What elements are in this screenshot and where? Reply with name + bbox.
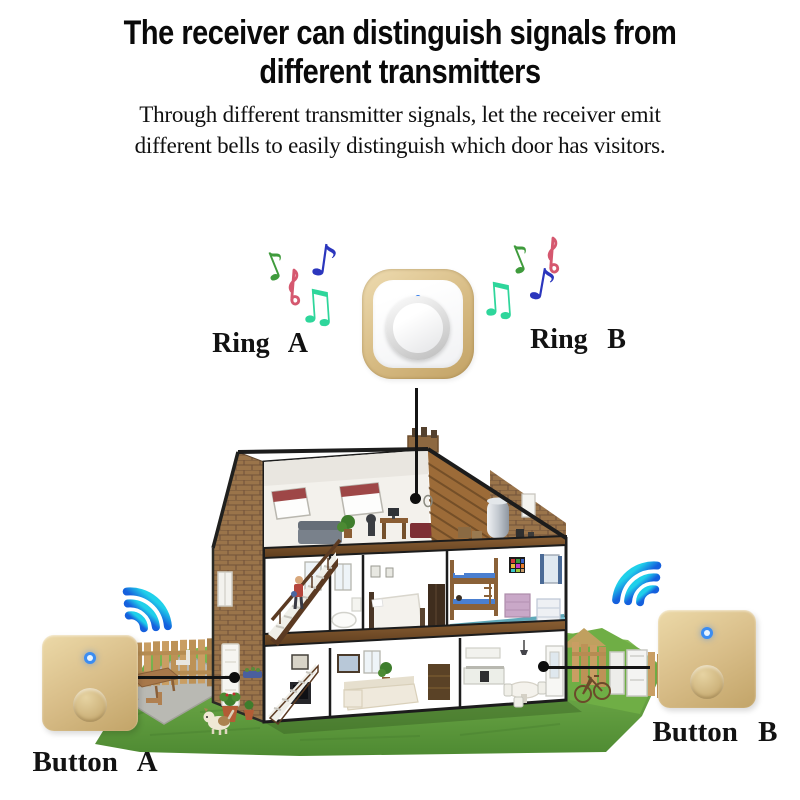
button-b-push-area — [690, 665, 724, 699]
beamed-notes-icon: ♫ — [294, 277, 340, 335]
skylight — [271, 487, 311, 520]
person-on-stairs — [291, 576, 304, 610]
roof-ridge — [237, 447, 429, 454]
wifi-signal-icon-a — [122, 587, 172, 633]
attic-plant — [337, 515, 355, 538]
receiver-connector-line — [415, 388, 418, 498]
bedroom — [369, 565, 445, 633]
roof-slope-edge — [426, 447, 568, 540]
treble-clef-icon — [288, 268, 301, 306]
bicycle — [574, 675, 611, 703]
garden-gate — [609, 649, 648, 697]
ground-floor — [290, 638, 564, 716]
staircase — [268, 538, 342, 726]
button-b-led-indicator — [704, 630, 710, 636]
living-room — [337, 650, 450, 711]
water-heater — [487, 497, 509, 538]
page-title: The receiver can distinguish signals fro… — [60, 14, 740, 92]
skylight — [339, 482, 384, 517]
wifi-signal-icon-b — [612, 561, 662, 607]
receiver-device — [362, 269, 474, 379]
button-a-led-indicator — [87, 655, 93, 661]
button-b-transmitter-device — [658, 610, 756, 708]
button-a-connector-line — [137, 676, 234, 679]
attic-red-sofa — [410, 523, 438, 538]
subtitle-line-1: Through different transmitter signals, l… — [139, 102, 661, 127]
attic-floor — [263, 534, 567, 560]
storage-box — [472, 531, 482, 539]
button-b-label: Button B — [652, 716, 778, 748]
wall-art — [509, 557, 525, 573]
page-subtitle: Through different transmitter signals, l… — [0, 99, 800, 161]
dresser — [504, 593, 531, 618]
shed-roof — [560, 628, 606, 648]
house — [211, 427, 582, 734]
button-b-location-dot — [538, 661, 549, 672]
attic-desk — [366, 508, 408, 539]
dog — [203, 708, 235, 735]
bathroom — [331, 563, 362, 629]
button-a-transmitter-device — [42, 635, 138, 731]
brick-gable-wall — [211, 451, 265, 724]
beamed-notes-icon: ♫ — [475, 270, 521, 328]
kids-window — [540, 554, 562, 584]
media-cabinet — [428, 664, 450, 700]
subtitle-line-2: different bells to easily distinguish wh… — [134, 133, 666, 158]
kitchen — [463, 640, 564, 708]
attic-sofa — [298, 521, 342, 544]
receiver-location-dot — [410, 493, 421, 504]
flower-box — [243, 671, 262, 678]
bunk-bed — [450, 558, 498, 620]
button-b-connector-line — [544, 666, 650, 669]
button-a-label: Button A — [32, 746, 158, 778]
receiver-face — [373, 280, 463, 368]
ring-a-label: Ring A — [212, 328, 308, 359]
button-a-push-area — [73, 688, 107, 722]
treble-clef-icon — [547, 236, 560, 274]
wall-sconce — [423, 494, 433, 508]
receiver-bell-button — [386, 296, 450, 360]
storage-box — [458, 527, 471, 538]
ring-b-label: Ring B — [530, 324, 626, 355]
title-line-2: different transmitters — [259, 53, 541, 91]
middle-floor-band — [263, 618, 567, 648]
house-shadow — [264, 700, 582, 734]
title-line-1: The receiver can distinguish signals fro… — [123, 14, 677, 52]
button-a-location-dot — [229, 672, 240, 683]
